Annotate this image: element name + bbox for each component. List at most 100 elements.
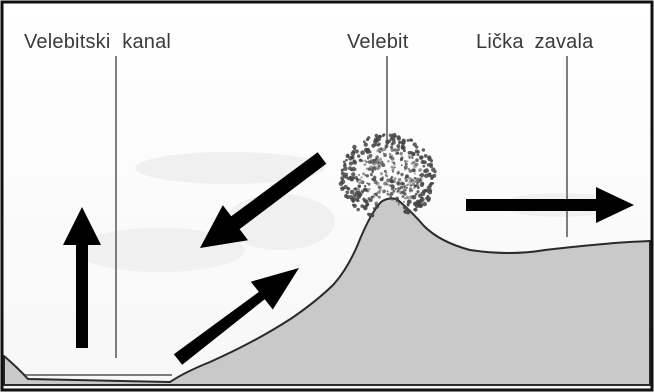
cloud-speck (380, 172, 383, 175)
cloud-speck (347, 177, 350, 180)
cloud-speck (350, 169, 353, 172)
cloud-speck (351, 172, 355, 176)
cloud-speck (400, 173, 403, 176)
cloud-speck (401, 190, 404, 193)
cloud-speck (366, 168, 368, 170)
cloud-speck (375, 134, 379, 138)
cloud-speck (420, 173, 424, 177)
cloud-speck (409, 138, 412, 141)
cloud-speck (360, 150, 365, 155)
cloud-speck (405, 162, 408, 165)
cloud-speck (405, 179, 408, 182)
cloud-speck (353, 193, 357, 197)
cloud-speck (381, 179, 383, 181)
cloud-speck (374, 169, 376, 171)
cloud-speck (397, 182, 401, 186)
cloud-speck (358, 181, 361, 184)
cloud-speck (401, 164, 403, 166)
cloud-speck (422, 202, 426, 206)
cloud-speck (364, 160, 366, 162)
cloud-speck (406, 208, 409, 211)
cloud-speck (407, 184, 409, 186)
cloud-speck (356, 208, 359, 211)
cloud-speck (343, 161, 346, 164)
cloud-speck (379, 189, 382, 192)
cloud-speck (390, 192, 393, 195)
cloud-speck (406, 211, 409, 214)
cloud-speck (404, 160, 407, 163)
label-velebitski-kanal: Velebitski kanal (24, 31, 171, 54)
cloud-speck (359, 185, 361, 187)
cloud-speck (398, 202, 400, 204)
cloud-speck (362, 172, 365, 175)
cloud-speck (343, 175, 346, 178)
cloud-speck (373, 207, 376, 210)
cloud-speck (346, 191, 350, 195)
cloud-speck (367, 155, 371, 159)
cloud-speck (352, 145, 356, 149)
cloud-speck (379, 151, 381, 153)
cloud-speck (422, 165, 425, 168)
cloud-speck (418, 168, 422, 172)
cloud-speck (412, 168, 414, 170)
cloud-speck (423, 169, 427, 173)
cloud-speck (359, 179, 361, 181)
cloud-speck (391, 157, 395, 161)
cloud-speck (414, 177, 416, 179)
cloud-speck (400, 186, 403, 189)
cloud-speck (417, 181, 420, 184)
label-velebit: Velebit (347, 31, 408, 54)
cloud-speck (413, 164, 417, 168)
cloud-speck (429, 163, 433, 167)
cloud-speck (385, 174, 388, 177)
cloud-speck (371, 144, 375, 148)
cloud-speck (387, 160, 389, 162)
cloud-speck (381, 163, 385, 167)
cloud-speck (369, 165, 372, 168)
label-licka-zavala: Lička zavala (476, 31, 593, 54)
cloud-speck (397, 152, 399, 154)
cloud-speck (366, 182, 368, 184)
cloud-speck (403, 186, 405, 188)
cloud-speck (383, 182, 387, 186)
cloud-speck (384, 154, 386, 156)
cloud-speck (415, 193, 418, 196)
cloud-speck (376, 150, 379, 153)
cloud-speck (372, 178, 376, 182)
cloud-speck (357, 195, 361, 199)
cloud-speck (417, 153, 420, 156)
cloud-speck (413, 208, 416, 211)
cloud-speck (390, 179, 394, 183)
cloud-speck (381, 161, 383, 163)
cloud-speck (402, 195, 405, 198)
cloud-speck (340, 179, 345, 184)
cloud-speck (427, 173, 432, 178)
cloud-speck (370, 198, 373, 201)
cloud-speck (420, 183, 424, 187)
cloud-speck (366, 189, 369, 192)
cloud-speck (382, 133, 385, 136)
cloud-speck (375, 158, 377, 160)
cloud-speck (408, 151, 412, 155)
cloud-speck (392, 190, 395, 193)
cloud-speck (359, 159, 363, 163)
cloud-speck (401, 158, 403, 160)
cloud-speck (354, 187, 357, 190)
cloud-speck (357, 178, 360, 181)
cloud-speck (390, 166, 393, 169)
cloud-speck (378, 138, 381, 141)
cloud-speck (378, 196, 381, 199)
cloud-speck (430, 177, 433, 180)
cloud-speck (360, 176, 362, 178)
cloud-speck (407, 204, 410, 207)
cloud-speck (349, 162, 353, 166)
cloud-speck (346, 154, 350, 158)
cloud-speck (407, 139, 410, 142)
cloud-speck (389, 134, 392, 137)
cloud-speck (398, 140, 401, 143)
cloud-speck (412, 195, 417, 200)
cloud-speck (403, 201, 405, 203)
cloud-speck (389, 153, 392, 156)
cloud-speck (352, 204, 355, 207)
